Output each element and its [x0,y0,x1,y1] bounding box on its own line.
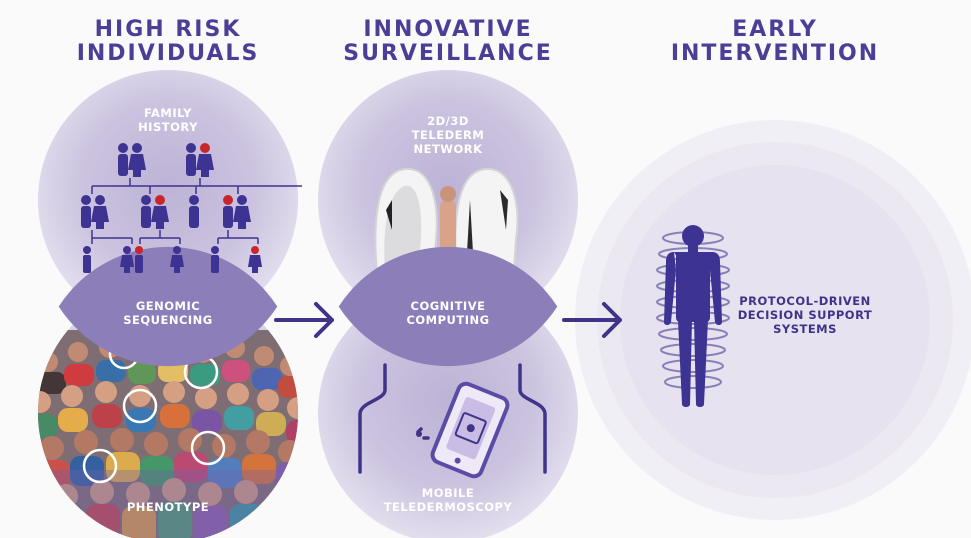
label-mobile-teledermoscopy: MOBILE TELEDERMOSCOPY [378,486,518,514]
header-line: SURVEILLANCE [343,41,553,66]
header-line: EARLY [732,17,818,42]
header-line: HIGH RISK [94,17,242,42]
label-line: FAMILY [143,106,193,120]
label-line: 2D/3D [427,114,469,128]
smartphone-icon [430,381,510,479]
label-line: TELEDERMOSCOPY [383,500,513,514]
header-early-intervention: EARLY INTERVENTION [640,18,910,66]
label-telederm-network: 2D/3D TELEDERM NETWORK [388,114,508,156]
header-line: INTERVENTION [670,41,880,66]
header-line: INNOVATIVE [363,17,533,42]
label-family-history: FAMILY HISTORY [118,106,218,134]
label-protocol-driven: PROTOCOL-DRIVEN DECISION SUPPORT SYSTEMS [730,294,880,336]
label-line: MOBILE [421,486,475,500]
cognitive-computing-overlap [338,246,558,367]
family-pedigree-icon [81,143,302,273]
label-line: PHENOTYPE [126,500,210,514]
label-line: SYSTEMS [773,322,837,336]
label-line: TELEDERM [411,128,485,142]
header-high-risk: HIGH RISK INDIVIDUALS [40,18,296,66]
label-line: HISTORY [138,120,198,134]
header-innovative-surveillance: INNOVATIVE SURVEILLANCE [320,18,576,66]
label-line: SEQUENCING [123,313,213,327]
label-phenotype: PHENOTYPE [108,500,228,514]
label-line: COMPUTING [406,313,490,327]
body-scan-icon [656,225,730,407]
label-line: COGNITIVE [410,299,486,313]
label-line: GENOMIC [135,299,201,313]
arrow-right-icon [274,302,622,338]
label-line: DECISION SUPPORT [737,308,873,322]
label-cognitive-computing: COGNITIVE COMPUTING [388,299,508,327]
label-genomic-sequencing: GENOMIC SEQUENCING [108,299,228,327]
label-line: NETWORK [413,142,483,156]
genomic-sequencing-overlap [58,246,278,367]
header-line: INDIVIDUALS [76,41,260,66]
label-line: PROTOCOL-DRIVEN [739,294,871,308]
